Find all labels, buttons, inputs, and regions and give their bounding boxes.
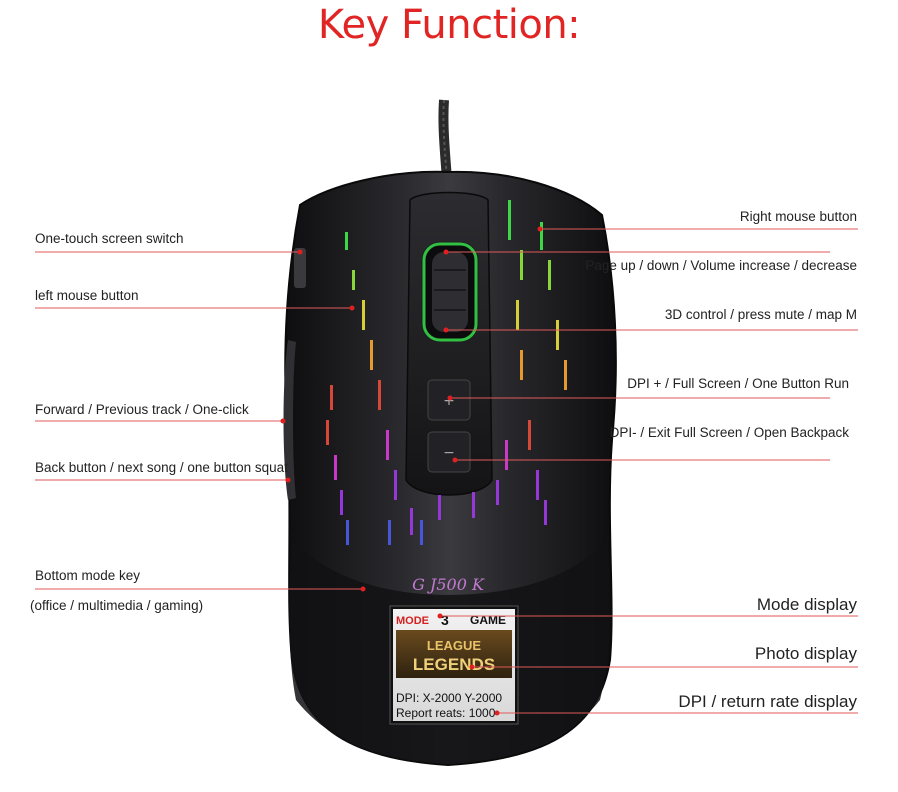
- mouse-display-screen: MODE 3 GAME LEAGUE LEGENDS DPI: X-2000 Y…: [389, 605, 519, 725]
- screen-mode-number: 3: [441, 612, 449, 628]
- light-streak: [346, 520, 349, 545]
- scroll-wheel: [432, 252, 468, 332]
- leader-right-mouse-button-dot: [537, 226, 543, 232]
- leader-left-mouse-button-dot: [349, 305, 355, 311]
- light-streak: [378, 380, 381, 410]
- leader-3d-control-dot: [443, 327, 449, 333]
- label-dpi-plus: DPI + / Full Screen / One Button Run: [627, 376, 849, 391]
- label-dpi-return-rate-display: DPI / return rate display: [678, 692, 857, 711]
- leader-back-button-next-song-dot: [285, 477, 291, 483]
- label-mode-display: Mode display: [756, 595, 857, 614]
- light-streak: [334, 455, 337, 480]
- mouse-logo: G J500 K: [412, 575, 485, 594]
- light-streak: [508, 200, 511, 240]
- leader-dpi-plus-dot: [447, 395, 453, 401]
- light-streak: [340, 490, 343, 515]
- light-streak: [564, 360, 567, 390]
- light-streak: [420, 520, 423, 545]
- screen-dpi-line: DPI: X-2000 Y-2000: [396, 691, 502, 705]
- svg-text:LEGENDS: LEGENDS: [413, 655, 495, 674]
- screen-switch-button: [294, 248, 306, 288]
- light-streak: [472, 492, 475, 518]
- label-photo-display: Photo display: [754, 644, 857, 663]
- label-forward-previous-track: Forward / Previous track / One-click: [35, 402, 249, 417]
- leader-page-up-down-volume-dot: [443, 249, 449, 255]
- light-streak: [326, 420, 329, 445]
- light-streak: [410, 508, 413, 535]
- screen-report-line: Report reats: 1000: [396, 706, 496, 720]
- light-streak: [520, 350, 523, 380]
- light-streak: [394, 470, 397, 500]
- label-back-button-next-song: Back button / next song / one button squ…: [35, 460, 288, 475]
- light-streak: [352, 270, 355, 290]
- screen-mode-label: MODE: [396, 615, 429, 627]
- rgb-light-streaks: [326, 200, 567, 545]
- light-streak: [544, 500, 547, 525]
- light-streak: [496, 480, 499, 505]
- label-left-mouse-button: left mouse button: [35, 288, 139, 303]
- svg-text:−: −: [443, 445, 455, 461]
- label-3d-control: 3D control / press mute / map M: [664, 307, 857, 322]
- light-streak: [556, 320, 559, 350]
- light-streak: [528, 420, 531, 450]
- screen-game-photo: [396, 630, 512, 678]
- light-streak: [505, 440, 508, 470]
- light-streak: [362, 300, 365, 330]
- side-button-strip: [283, 340, 296, 500]
- light-streak: [548, 260, 551, 290]
- light-streak: [536, 470, 539, 500]
- svg-text:LEAGUE: LEAGUE: [427, 638, 482, 653]
- leader-dpi-minus-dot: [452, 457, 458, 463]
- svg-text:+: +: [443, 393, 455, 409]
- leader-dpi-return-rate-display-dot: [494, 710, 500, 716]
- dpi-minus-button: [427, 431, 471, 473]
- leader-bottom-mode-key-dot: [360, 586, 366, 592]
- screen-mode-name: GAME: [470, 613, 506, 627]
- light-streak: [386, 430, 389, 460]
- light-streak: [388, 520, 391, 545]
- light-streak: [330, 385, 333, 410]
- light-streak: [516, 300, 519, 330]
- leader-mode-display-dot: [437, 613, 443, 619]
- light-streak: [370, 340, 373, 370]
- label-one-touch-screen-switch: One-touch screen switch: [35, 231, 184, 246]
- label-right-mouse-button: Right mouse button: [739, 209, 857, 224]
- page-title: Key Function:: [317, 2, 581, 48]
- light-streak: [438, 495, 441, 520]
- label-page-up-down-volume: Page up / down / Volume increase / decre…: [585, 258, 857, 273]
- light-streak: [345, 232, 348, 250]
- light-streak: [540, 222, 543, 250]
- label-dpi-minus: DPI- / Exit Full Screen / Open Backpack: [609, 425, 849, 440]
- leader-forward-previous-track-dot: [280, 418, 286, 424]
- label-bottom-mode-key-sub: (office / multimedia / gaming): [30, 598, 204, 613]
- label-bottom-mode-key: Bottom mode key: [35, 568, 141, 583]
- light-streak: [520, 250, 523, 280]
- leader-photo-display-dot: [469, 664, 475, 670]
- leader-one-touch-screen-switch-dot: [297, 249, 303, 255]
